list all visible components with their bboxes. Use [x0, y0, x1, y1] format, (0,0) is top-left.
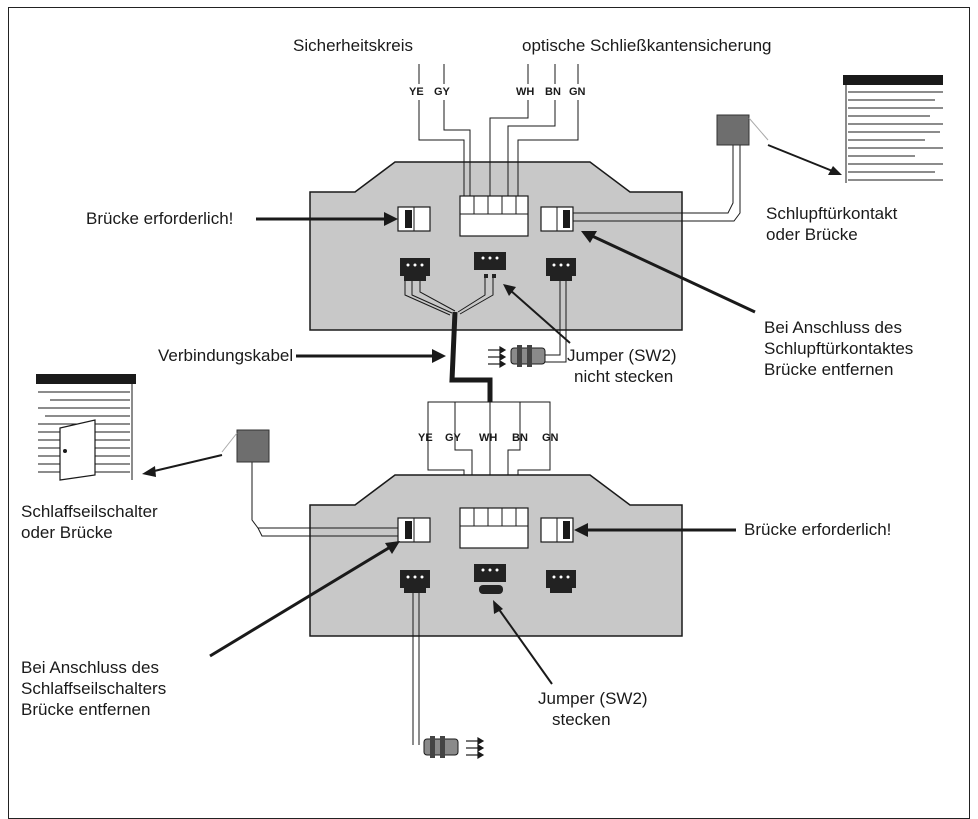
- label-wicket-contact-2: oder Brücke: [766, 225, 858, 244]
- upper-left-bridge-socket: [397, 206, 431, 232]
- label-connection-cable: Verbindungskabel: [158, 346, 294, 365]
- garage-door-icon-top: [843, 75, 943, 183]
- lower-jumper-connector: [474, 564, 506, 594]
- wire-label-gn-bottom: GN: [542, 432, 559, 444]
- label-jumper-top-1: Jumper (SW2): [567, 346, 677, 365]
- upper-terminal-block: [459, 195, 529, 237]
- label-jumper-bottom-1: Jumper (SW2): [538, 689, 648, 708]
- label-safety-circuit: Sicherheitskreis: [293, 36, 413, 55]
- wire-label-ye-top: YE: [409, 86, 424, 98]
- jumper-plug-bottom: [423, 736, 459, 758]
- jumper-plug-top: [510, 345, 546, 367]
- label-jumper-bottom-2: stecken: [552, 710, 611, 729]
- upper-control-board: [309, 161, 683, 331]
- wire-label-ye-bottom: YE: [418, 432, 433, 444]
- jumper-arrows-bottom: [466, 736, 485, 760]
- jumper-arrows-top: [488, 345, 507, 369]
- wicket-door-sensor: [716, 114, 750, 146]
- label-slack-remove-3: Brücke entfernen: [21, 700, 151, 719]
- upper-connector-right: [546, 258, 576, 281]
- wire-label-bn-top: BN: [545, 86, 561, 98]
- label-slack-switch-1: Schlaffseilschalter: [21, 502, 158, 521]
- upper-connector-left: [400, 258, 430, 281]
- label-wicket-contact-1: Schlupftürkontakt: [766, 204, 898, 223]
- slack-rope-sensor: [236, 429, 270, 463]
- label-wicket-remove-2: Schlupftürkontaktes: [764, 339, 914, 358]
- label-optical-edge: optische Schließkantensicherung: [522, 36, 772, 55]
- lower-left-bridge-socket: [397, 517, 431, 543]
- label-wicket-remove-1: Bei Anschluss des: [764, 318, 902, 337]
- label-bridge-required-bottom: Brücke erforderlich!: [744, 520, 892, 539]
- label-slack-remove-1: Bei Anschluss des: [21, 658, 159, 677]
- wire-label-wh-bottom: WH: [479, 432, 498, 444]
- label-bridge-required-top: Brücke erforderlich!: [86, 209, 234, 228]
- wire-label-gy-top: GY: [434, 86, 450, 98]
- upper-right-bridge-socket: [540, 206, 574, 232]
- garage-door-icon-bottom: [36, 374, 136, 481]
- lower-terminal-block: [459, 507, 529, 549]
- wire-label-gn-top: GN: [569, 86, 586, 98]
- label-slack-remove-2: Schlaffseilschalters: [21, 679, 167, 698]
- label-slack-switch-2: oder Brücke: [21, 523, 113, 542]
- wire-label-gy-bottom: GY: [445, 432, 461, 444]
- lower-right-bridge-socket: [540, 517, 574, 543]
- label-jumper-top-2: nicht stecken: [574, 367, 674, 386]
- label-wicket-remove-3: Brücke entfernen: [764, 360, 894, 379]
- lower-control-board: [309, 474, 683, 637]
- lower-connector-right: [546, 570, 576, 593]
- wire-label-wh-top: WH: [516, 86, 535, 98]
- lower-connector-left: [400, 570, 430, 593]
- upper-jumper-connector: [474, 252, 506, 278]
- wire-label-bn-bottom: BN: [512, 432, 528, 444]
